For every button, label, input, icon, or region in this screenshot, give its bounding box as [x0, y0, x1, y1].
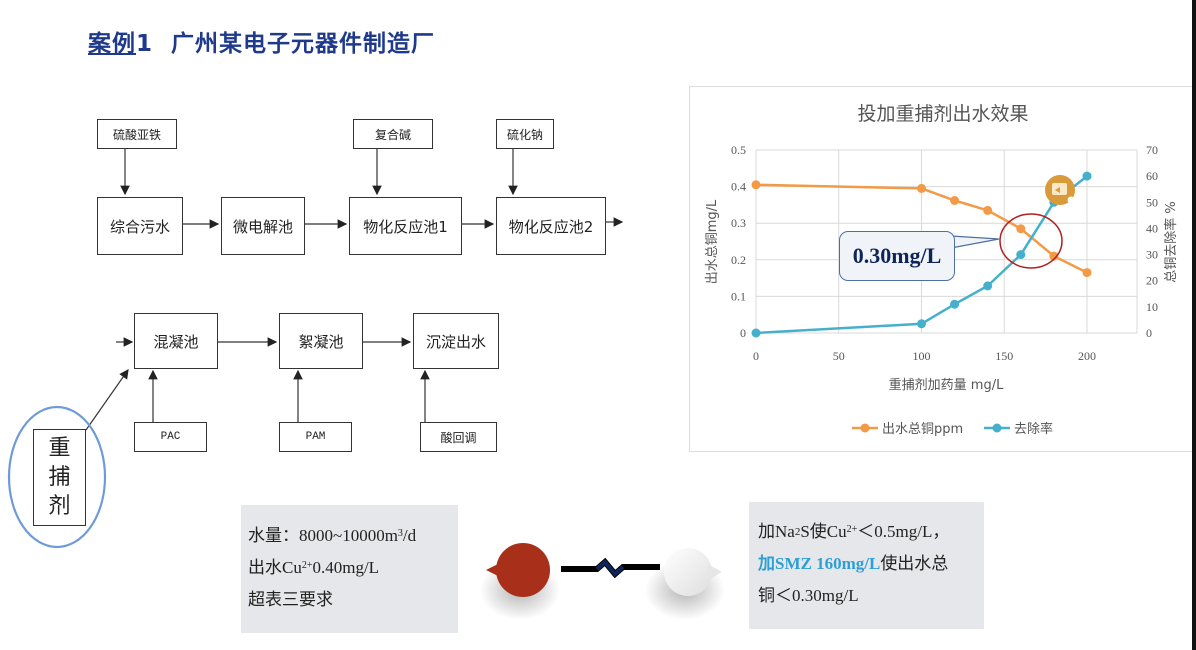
chart-title: 投加重捕剂出水效果: [857, 103, 1028, 125]
svg-text:50: 50: [833, 349, 845, 363]
input-ferrous-sulfate: 硫酸亚铁: [97, 119, 177, 149]
callout-pointer: [950, 235, 1000, 249]
svg-text:50: 50: [1146, 195, 1158, 209]
flow-connectors: [7, 148, 624, 549]
step-sedimentation: 沉淀出水: [413, 313, 499, 369]
annotation-circle: [999, 213, 1063, 269]
red-bubble-icon: [486, 543, 550, 597]
svg-text:0: 0: [1146, 326, 1152, 340]
zigzag-connector-icon: [561, 557, 660, 579]
chart-legend: 出水总铜ppm 去除率: [852, 421, 1053, 437]
input-pam: PAM: [279, 422, 352, 452]
legend-effluent-copper: 出水总铜ppm: [882, 422, 963, 437]
svg-text:0: 0: [753, 349, 759, 363]
legend-removal-rate: 去除率: [1014, 421, 1053, 437]
svg-text:150: 150: [995, 349, 1013, 363]
highlight-ring: [7, 405, 107, 549]
input-pac: PAC: [134, 422, 207, 452]
info-sodium-sulfide: 加Na2S使Cu2+＜0.5mg/L，: [758, 522, 950, 541]
step-micro-electrolysis: 微电解池: [221, 197, 305, 255]
y2-axis-label: 总铜去除率 %: [1163, 201, 1179, 283]
comment-badge-icon[interactable]: [1045, 175, 1075, 205]
info-panel-result: 加Na2S使Cu2+＜0.5mg/L， 加SMZ 160mg/L使出水总 铜＜0…: [749, 502, 984, 629]
svg-text:70: 70: [1146, 143, 1158, 157]
svg-text:40: 40: [1146, 221, 1158, 235]
info-effluent-copper: 出水Cu2+0.40mg/L: [248, 558, 380, 577]
title-prefix: 案例: [88, 31, 136, 57]
info-smz-dose: 加SMZ 160mg/L使出水总: [758, 554, 949, 573]
svg-text:100: 100: [913, 349, 931, 363]
y-axis-label: 出水总铜mg/L: [705, 199, 720, 284]
info-exceeds-standard: 超表三要求: [248, 590, 333, 609]
svg-text:200: 200: [1078, 349, 1096, 363]
svg-text:60: 60: [1146, 169, 1158, 183]
x-axis-label: 重捕剂加药量 mg/L: [889, 377, 1004, 393]
title-number: 1: [136, 31, 154, 57]
step-flocculation: 絮凝池: [279, 313, 363, 369]
svg-text:20: 20: [1146, 274, 1158, 288]
svg-text:0.3: 0.3: [731, 216, 746, 230]
svg-text:0.5: 0.5: [731, 143, 746, 157]
info-water-volume: 水量：8000~10000m3/d: [248, 526, 417, 545]
step-reaction-tank-2: 物化反应池2: [496, 197, 606, 255]
svg-text:0: 0: [740, 326, 746, 340]
right-edge-border: [1192, 0, 1196, 650]
svg-text:0.1: 0.1: [731, 289, 746, 303]
input-sodium-sulfide: 硫化钠: [496, 119, 554, 149]
heavy-metal-capture-agent-label: 重 捕 剂: [33, 429, 86, 526]
info-final-copper: 铜＜0.30mg/L: [758, 586, 859, 605]
step-wastewater: 综合污水: [97, 197, 183, 255]
annotation-callout: 0.30mg/L: [839, 231, 955, 281]
white-bubble-icon: [664, 548, 722, 596]
title-main: 广州某电子元器件制造厂: [171, 31, 436, 57]
svg-text:10: 10: [1146, 300, 1158, 314]
line-chart: 投加重捕剂出水效果 0.5 0.4 0.3 0.2 0.1 0 70 60 50…: [705, 103, 1179, 437]
page-title: 案例1 广州某电子元器件制造厂: [88, 24, 435, 58]
input-acid-adjust: 酸回调: [420, 422, 497, 452]
step-reaction-tank-1: 物化反应池1: [349, 197, 462, 255]
svg-text:30: 30: [1146, 248, 1158, 262]
input-compound-alkali: 复合碱: [353, 119, 433, 149]
svg-text:0.2: 0.2: [731, 253, 746, 267]
comparison-graphic: [480, 543, 725, 620]
step-coagulation: 混凝池: [134, 313, 218, 369]
info-panel-original: 水量：8000~10000m3/d 出水Cu2+0.40mg/L 超表三要求: [241, 505, 458, 633]
svg-text:0.4: 0.4: [731, 180, 746, 194]
